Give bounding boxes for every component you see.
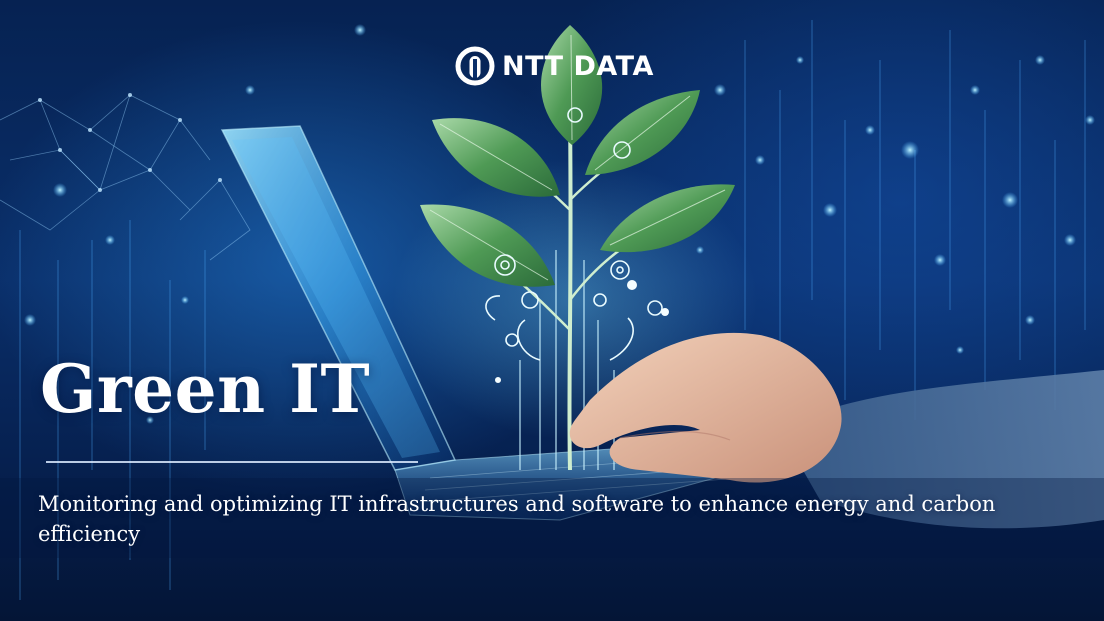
ntt-data-logo: NTT DATA [454,46,654,86]
title-divider [46,461,418,463]
plant-illustration [420,25,735,471]
page-subtitle: Monitoring and optimizing IT infrastruct… [38,492,996,546]
hand-illustration [569,332,1104,529]
data-streaks [19,20,1086,600]
network-mesh [0,94,251,261]
logo-text: NTT DATA [502,50,654,82]
bokeh-dots [24,24,1095,424]
ntt-data-logo-icon [455,46,495,86]
page-title: Green IT [40,350,371,428]
